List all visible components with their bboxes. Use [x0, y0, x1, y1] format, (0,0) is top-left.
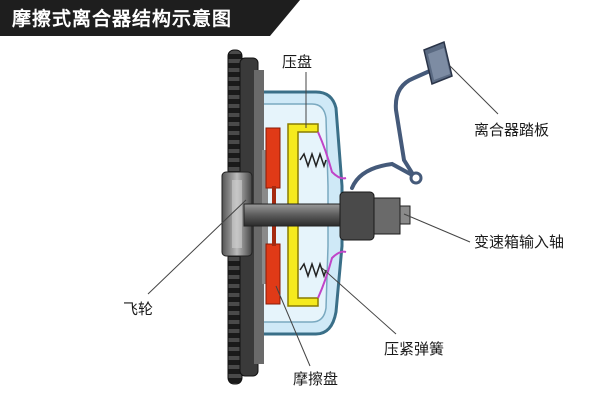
diagram-title: 摩擦式离合器结构示意图 — [12, 8, 233, 30]
label-friction-disc: 摩擦盘 — [293, 370, 339, 388]
pressure-spring — [299, 151, 327, 279]
label-input-shaft: 变速箱输入轴 — [474, 233, 565, 251]
label-pressure-plate: 压盘 — [282, 53, 313, 71]
label-flywheel: 飞轮 — [123, 300, 154, 318]
pressure-plate — [287, 123, 319, 307]
label-pressure-spring: 压紧弹簧 — [384, 340, 445, 358]
label-clutch-pedal: 离合器踏板 — [474, 121, 550, 139]
lever-pivot — [409, 171, 423, 185]
flywheel-hub — [221, 171, 253, 257]
leader-lines — [147, 65, 499, 367]
title-banner — [0, 0, 300, 36]
input-shaft — [243, 191, 411, 241]
clutch-pedal-shape — [423, 40, 453, 86]
release-lever — [350, 68, 434, 190]
spring-linkage — [317, 131, 347, 299]
